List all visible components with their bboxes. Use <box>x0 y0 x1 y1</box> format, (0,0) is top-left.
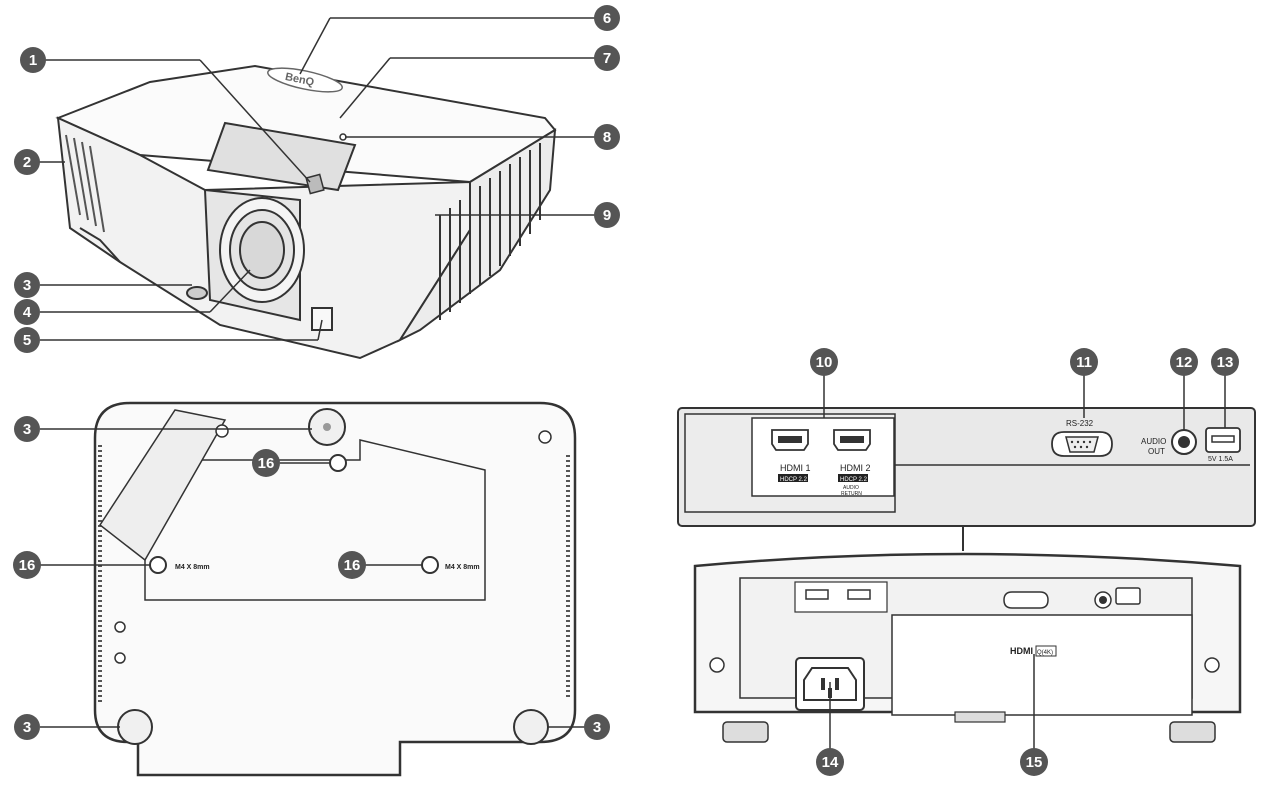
callout-3-bottom-right: 3 <box>584 714 610 740</box>
callout-2: 2 <box>14 149 40 175</box>
rs232-label: RS-232 <box>1066 419 1094 428</box>
callout-5: 5 <box>14 327 40 353</box>
hdmi2-label: HDMI 2 <box>840 463 871 473</box>
svg-text:1: 1 <box>29 52 37 69</box>
callout-10: 10 <box>810 348 838 376</box>
hdmi2-hdcp-label: HDCP 2.2 <box>840 477 868 483</box>
callout-11: 11 <box>1070 348 1098 376</box>
projector-rear-view: HDMI Q(4K) <box>693 552 1242 743</box>
svg-text:7: 7 <box>603 50 611 67</box>
callout-6: 6 <box>594 5 620 31</box>
audio-out-label-1: AUDIO <box>1141 437 1166 446</box>
hdmi-logo-text: HDMI <box>1010 646 1033 656</box>
hdmi1-label: HDMI 1 <box>780 463 811 473</box>
svg-text:5: 5 <box>23 332 31 349</box>
svg-text:9: 9 <box>603 207 611 224</box>
svg-text:14: 14 <box>822 754 839 771</box>
svg-text:6: 6 <box>603 10 611 27</box>
svg-text:10: 10 <box>816 354 833 371</box>
callout-16-right: 16 <box>338 551 366 579</box>
callout-8: 8 <box>594 124 620 150</box>
hdmi-badge-text: Q(4K) <box>1037 650 1053 656</box>
callout-3: 3 <box>14 272 40 298</box>
svg-text:16: 16 <box>344 557 361 574</box>
svg-text:3: 3 <box>23 421 31 438</box>
screw-size-label-right: M4 X 8mm <box>445 564 480 571</box>
callout-16-left: 16 <box>13 551 41 579</box>
projector-bottom-view: M4 X 8mm M4 X 8mm <box>93 401 577 777</box>
audio-out-label-2: OUT <box>1148 447 1165 456</box>
svg-text:16: 16 <box>19 557 36 574</box>
svg-text:11: 11 <box>1076 354 1092 371</box>
callout-3-bottom-left: 3 <box>14 714 40 740</box>
callout-15: 15 <box>1020 748 1048 776</box>
svg-text:12: 12 <box>1176 354 1193 371</box>
svg-text:8: 8 <box>603 129 611 146</box>
svg-text:15: 15 <box>1026 754 1043 771</box>
rear-panel-closeup: HDMI 1 HDCP 2.2 HDMI 2 HDCP 2.2 AUDIO RE… <box>677 407 1256 551</box>
svg-text:3: 3 <box>23 719 31 736</box>
callout-12: 12 <box>1170 348 1198 376</box>
callout-13: 13 <box>1211 348 1239 376</box>
svg-text:13: 13 <box>1217 354 1234 371</box>
callout-7: 7 <box>594 45 620 71</box>
callout-3-bottom-top: 3 <box>14 416 40 442</box>
audio-return-label-2: RETURN <box>841 491 862 497</box>
svg-text:3: 3 <box>593 719 601 736</box>
svg-text:2: 2 <box>23 154 31 171</box>
callout-1: 1 <box>20 47 46 73</box>
usb-power-label: 5V 1.5A <box>1208 456 1233 463</box>
callout-badges: 1 2 3 4 5 6 7 8 9 3 16 16 16 3 3 10 11 1… <box>13 5 1239 776</box>
callout-14: 14 <box>816 748 844 776</box>
svg-text:4: 4 <box>23 304 32 321</box>
audio-return-label-1: AUDIO <box>843 485 859 491</box>
callout-4: 4 <box>14 299 40 325</box>
svg-text:3: 3 <box>23 277 31 294</box>
svg-text:16: 16 <box>258 455 275 472</box>
projector-front-view: BenQ <box>55 64 557 360</box>
callout-9: 9 <box>594 202 620 228</box>
screw-size-label-left: M4 X 8mm <box>175 564 210 571</box>
hdmi1-hdcp-label: HDCP 2.2 <box>780 477 808 483</box>
callout-16-top: 16 <box>252 449 280 477</box>
